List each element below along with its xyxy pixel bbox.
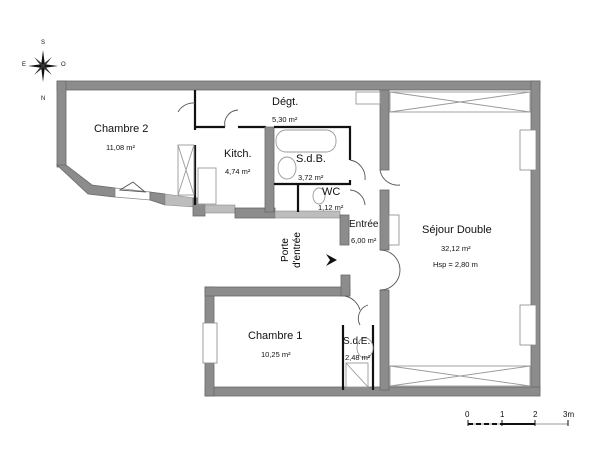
room-name: S.d.B. [296, 153, 326, 165]
entrance-door-line1: Porte [280, 238, 291, 262]
room-name: Dégt. [272, 96, 299, 108]
wall-entry-corner [340, 274, 351, 297]
door-sdb[interactable] [349, 159, 366, 181]
wall-sejour-left-bottom [379, 289, 390, 391]
room-name: Chambre 1 [248, 330, 303, 342]
entrance-door-line2: d'entrée [292, 232, 303, 268]
compass-south-label: S [41, 40, 46, 46]
wall-wc-bottom [274, 210, 341, 219]
window-swing-chambre-2 [118, 181, 147, 193]
room-area: 10,25 m² [261, 350, 291, 359]
partition-wc-top [274, 180, 352, 186]
outer-wall-segment [149, 191, 166, 206]
bathtub-icon [275, 129, 337, 153]
wall-kitchen-right [264, 126, 275, 213]
scale-tick-1: 1 [500, 410, 505, 419]
room-area: 3,72 m² [298, 173, 324, 182]
wall-chambre-1-top [204, 286, 351, 297]
closet-entree [388, 214, 400, 246]
compass-north-label: N [41, 96, 46, 102]
wall-sejour-left-mid [379, 189, 390, 251]
scale-tick-2: 2 [533, 410, 538, 419]
scale-tick-3: 3m [563, 410, 575, 419]
sink-icon [277, 156, 297, 180]
scale-bar [467, 420, 569, 426]
door-chambre-1[interactable] [344, 295, 361, 311]
entrance-arrow-icon [326, 254, 337, 266]
room-area: 32,12 m² [441, 244, 471, 253]
window-chambre-1 [202, 322, 218, 364]
room-name: WC [322, 186, 341, 198]
room-area: 4,74 m² [225, 167, 251, 176]
room-name: Entrée [349, 219, 379, 230]
window-sejour-1 [519, 129, 537, 171]
room-name: Kitch. [224, 148, 252, 160]
room-name: S.d.E. [343, 336, 371, 347]
door-sejour-top[interactable] [379, 169, 401, 186]
window-sejour-2 [519, 304, 537, 346]
sde-sink-icon [356, 337, 374, 359]
closet-degt [355, 91, 381, 105]
door-sde[interactable] [357, 304, 369, 326]
outer-wall-segment-light [164, 193, 196, 208]
room-area: 11,08 m² [106, 143, 136, 152]
room-name: Séjour Double [422, 224, 492, 236]
scale-tick-0: 0 [465, 410, 470, 419]
partition-sdb [274, 125, 352, 160]
door-kitchen[interactable] [224, 109, 239, 128]
room-name: Chambre 2 [94, 123, 149, 135]
compass-west-label: O [61, 62, 66, 68]
compass-rose-icon [28, 50, 58, 82]
room-area: 2,48 m² [345, 353, 371, 362]
outer-wall-left [56, 80, 67, 168]
door-wc[interactable] [349, 189, 366, 206]
outer-wall-diagonal [55, 164, 116, 198]
outer-wall-top [56, 80, 541, 91]
toilet-icon [312, 187, 326, 205]
door-entree[interactable] [379, 249, 401, 291]
kitchen-sink-icon [197, 167, 217, 205]
room-area: 5,30 m² [272, 115, 298, 124]
compass-east-label: E [22, 62, 27, 68]
door-chambre-2[interactable] [177, 102, 196, 113]
ceiling-height: Hsp = 2,80 m [433, 260, 478, 269]
room-area: 1,12 m² [318, 203, 344, 212]
wall-kitchen-bottom [204, 204, 236, 214]
room-area: 6,00 m² [351, 236, 377, 245]
entrance-door-label: Porte d'entrée [280, 220, 304, 280]
wall-sejour-left-top [379, 89, 390, 171]
wall-entree-left [339, 214, 350, 246]
